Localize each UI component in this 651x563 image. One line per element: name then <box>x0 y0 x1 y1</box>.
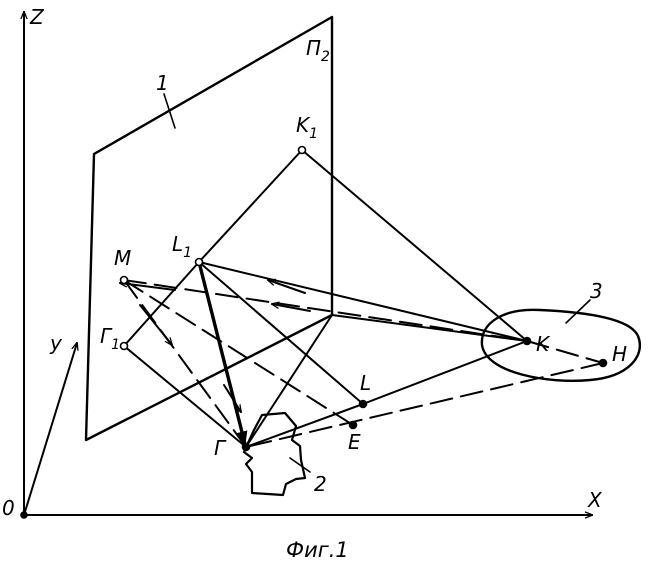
label-g1: Γ1 <box>100 324 120 353</box>
line-m-g <box>124 280 246 447</box>
line-floor-g <box>246 315 332 447</box>
point-origin <box>21 512 27 518</box>
label-e: E <box>348 430 361 454</box>
label-k: K <box>536 332 551 356</box>
line-k1-l1 <box>199 150 302 262</box>
point-l1 <box>196 259 203 266</box>
label-origin: 0 <box>2 496 15 520</box>
label-x: X <box>587 488 603 512</box>
label-g: Г <box>214 436 227 460</box>
screen-plane <box>86 17 332 440</box>
label-k1: K1 <box>296 113 318 142</box>
label-m: M <box>114 246 131 270</box>
line-g1-g <box>124 346 246 447</box>
point-l <box>360 401 367 408</box>
callout-2: 2 <box>314 472 327 496</box>
label-z: Z <box>29 5 45 29</box>
y-axis <box>24 343 77 515</box>
leader-1 <box>164 94 175 128</box>
line-k1-k <box>302 150 527 341</box>
label-y: y <box>49 331 63 355</box>
label-plane: П2 <box>306 36 330 65</box>
point-g <box>243 444 250 451</box>
figure-caption: Фиг.1 <box>286 538 349 562</box>
point-h <box>600 360 607 367</box>
label-l1: L1 <box>172 232 192 261</box>
line-l1-k <box>199 262 527 341</box>
callout-3: 3 <box>590 279 603 303</box>
line-g-l <box>246 404 363 447</box>
point-k <box>524 338 531 345</box>
point-k1 <box>299 147 306 154</box>
callout-1: 1 <box>156 71 169 95</box>
point-e <box>350 422 357 429</box>
observer-head <box>244 413 305 495</box>
label-h: H <box>612 342 627 366</box>
point-m <box>121 277 128 284</box>
label-l: L <box>360 371 371 395</box>
line-h-g <box>246 363 603 447</box>
line-l-k <box>363 341 527 404</box>
line-l1-l <box>199 262 363 404</box>
point-g1 <box>121 343 128 350</box>
